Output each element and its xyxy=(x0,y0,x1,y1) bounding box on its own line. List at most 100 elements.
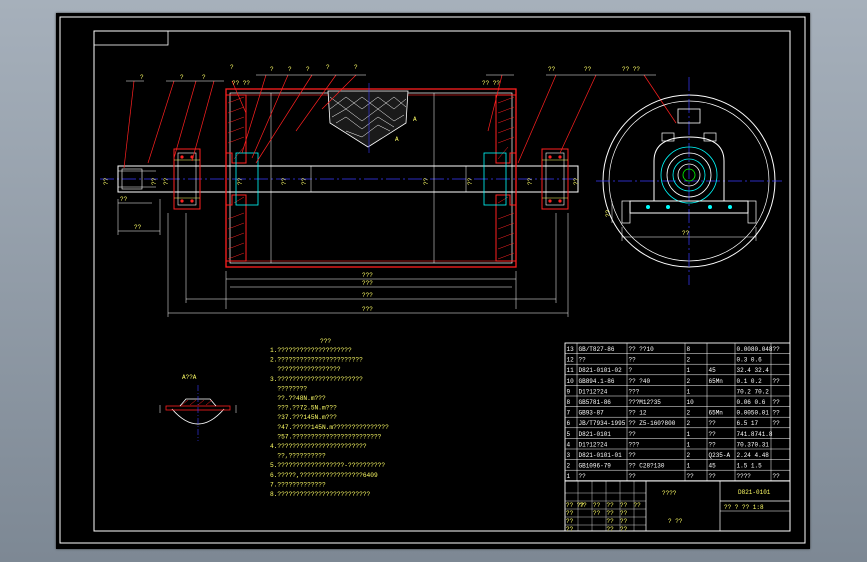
bom-cell: 1 xyxy=(687,367,691,374)
section-a-a-detail: A??A xyxy=(159,374,237,441)
bom-cell: ?? xyxy=(709,431,717,438)
sign-cell: ?? xyxy=(620,526,628,533)
note-line: 1.???????????????????? xyxy=(270,347,352,354)
bom-cell: 65Mn xyxy=(709,378,724,385)
bom-cell: GB/T827-86 xyxy=(579,346,615,353)
bom-cell: ?? xyxy=(709,441,717,448)
bom-cell: 1.5 1.5 xyxy=(737,463,763,470)
bom-cell: ?? xyxy=(687,473,695,480)
bom-cell: 1 xyxy=(567,473,571,480)
bom-cell: ?? xyxy=(629,473,637,480)
dim: ?? xyxy=(151,177,158,185)
bom-cell: Q235-A xyxy=(709,452,731,459)
note-line: ????????????????? xyxy=(270,366,341,373)
bom-cell: 45 xyxy=(709,463,717,470)
callout-label: ? xyxy=(326,64,330,71)
bom-cell: ??? xyxy=(629,441,640,448)
drawing-canvas[interactable]: ? ? ? ? ?? ?? ? ? ? ? ? ?? ?? ?? ?? ?? ?… xyxy=(56,13,810,549)
bom-cell: 0.3 0.6 xyxy=(737,357,763,364)
bom-cell: 1 xyxy=(687,441,691,448)
bom-cell: ?? xyxy=(773,399,781,406)
dim-shaft-dia: ?? xyxy=(103,177,110,185)
bom-cell: ?? Z5-160?800 xyxy=(629,420,676,427)
note-line: ??,?????????? xyxy=(270,453,326,460)
sign-cell: ?? xyxy=(607,518,615,525)
sign-cell: ?? xyxy=(566,526,574,533)
bom-cell: GB5781-86 xyxy=(579,399,612,406)
callout-label: ?? ?? xyxy=(232,80,250,87)
dim: ?? xyxy=(134,224,142,231)
bom-cell: 1 xyxy=(687,388,691,395)
sign-cell: ?? xyxy=(566,510,574,517)
dim-len: ??? xyxy=(362,292,373,299)
dim: ?? xyxy=(682,230,690,237)
sign-cell: ?? xyxy=(593,510,601,517)
bom-cell: 3 xyxy=(567,452,571,459)
dim: ?? xyxy=(467,177,474,185)
bom-cell: D1?12?24 xyxy=(579,441,608,448)
dim-len: ??? xyxy=(362,280,373,287)
bom-cell: ?? xyxy=(773,420,781,427)
bom-cell: ? xyxy=(629,367,633,374)
bom-cell: 10 xyxy=(687,399,695,406)
bom-cell: ?? ?40 xyxy=(629,378,651,385)
bom-cell: 45 xyxy=(709,367,717,374)
bearing-housing-left xyxy=(173,148,201,210)
dim-len: ??? xyxy=(362,306,373,313)
bom-cell: ?? 12 xyxy=(629,410,647,417)
cad-viewport[interactable]: ? ? ? ? ?? ?? ? ? ? ? ? ?? ?? ?? ?? ?? ?… xyxy=(56,13,810,549)
bom-cell: ?? xyxy=(579,473,587,480)
bom-cell: 70.2 70.2 xyxy=(737,388,770,395)
note-line: ?47.?????145N.m??????????????? xyxy=(270,424,389,431)
sign-cell: ?? xyxy=(620,502,628,509)
bom-cell: 2 xyxy=(687,378,691,385)
note-line: 5.??????????????????-?????????? xyxy=(270,462,385,469)
bom-cell: 2 xyxy=(687,452,691,459)
bom-cell: ??? xyxy=(629,388,640,395)
bom-cell: 1 xyxy=(687,431,691,438)
bom-cell: 11 xyxy=(567,367,575,374)
corner-box xyxy=(93,30,169,46)
callout-label: ? xyxy=(270,66,274,73)
callout-label: ? xyxy=(140,74,144,81)
notes-title: ??? xyxy=(320,338,331,345)
dim: ?? xyxy=(120,196,128,203)
callout-label: ? xyxy=(288,66,292,73)
note-line: ???????? xyxy=(270,385,307,392)
bom-cell: 2.24 4.48 xyxy=(737,452,770,459)
bom-cell: ?? xyxy=(773,346,781,353)
lagging-detail xyxy=(327,90,409,148)
bom-cell: ?? xyxy=(629,452,637,459)
organization: ? ?? xyxy=(668,518,683,525)
callout-label: ?? xyxy=(548,66,556,73)
sign-cell: ?? ?? xyxy=(566,502,584,509)
scale-row: ?? ? ?? 1:8 xyxy=(724,504,764,511)
dim: ?? xyxy=(423,177,430,185)
bom-cell: ?? xyxy=(629,431,637,438)
bom-cell: 13 xyxy=(567,346,575,353)
section-mark: A xyxy=(395,136,399,143)
dim: ?? xyxy=(281,177,288,185)
callout-label: ?? ?? xyxy=(482,80,500,87)
section-mark: A xyxy=(413,116,417,123)
bom-cell: D821-0101 xyxy=(579,431,612,438)
dim: ?? xyxy=(163,177,170,185)
bom-cell: 6 xyxy=(567,420,571,427)
bom-cell: ?? xyxy=(773,473,781,480)
dim: ?? xyxy=(605,209,612,217)
bom-cell: GB93-87 xyxy=(579,410,605,417)
bom-cell: 2 xyxy=(567,463,571,470)
drawing-name: ???? xyxy=(662,490,677,497)
bom-cell: ?? xyxy=(629,357,637,364)
bom-cell: ?? xyxy=(579,357,587,364)
bom-cell: D1?12?24 xyxy=(579,388,608,395)
note-line: ??.??48N.m??? xyxy=(270,395,326,402)
bom-cell: D821-0101-02 xyxy=(579,367,623,374)
bom-cell: 0.1 0.2 xyxy=(737,378,763,385)
sign-cell: ?? xyxy=(620,510,628,517)
bom-cell: 1 xyxy=(687,463,691,470)
callout-label: ? xyxy=(354,64,358,71)
sign-cell: ?? xyxy=(593,502,601,509)
sign-cell: ?? xyxy=(580,502,588,509)
